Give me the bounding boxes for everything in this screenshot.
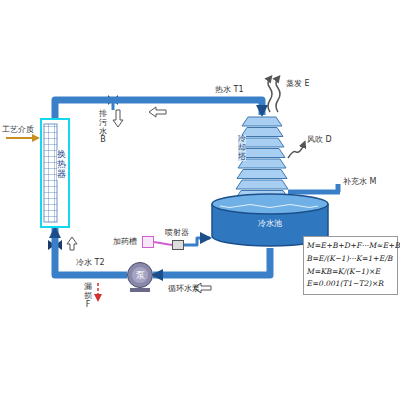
annotation-label: 补充水 M [343, 176, 376, 187]
pump-base [130, 288, 150, 292]
annotation-label: 蒸发 E [286, 78, 310, 89]
evaporation-arrow [276, 78, 280, 112]
formula-box: M=E+B+D+F···M≈E+BB=E/(K−1)···K=1+E/BM=KB… [303, 236, 398, 295]
node-label: 冷水池 [258, 218, 282, 229]
formula-line: E=0.001(T1−T2)×R [307, 278, 394, 291]
annotation-label: 循环水泵 [168, 283, 200, 294]
makeup-pipe [288, 190, 340, 195]
input-arrow [6, 137, 36, 139]
pipe-connector [55, 228, 127, 275]
annotation-label: 排污水 B [99, 110, 107, 145]
dosing-tank: 加药槽 [142, 236, 154, 248]
evaporation-arrow [268, 78, 272, 112]
circulation-pump: 泵 [127, 262, 153, 288]
pipe-connector [154, 242, 172, 245]
node-label: 换热器 [57, 150, 66, 180]
makeup-pipe [336, 184, 341, 192]
annotation-label: 冷水 T2 [76, 257, 105, 268]
leak-arrow [97, 283, 99, 298]
annotation-label: 工艺介质 [2, 124, 34, 135]
flow-arrow [149, 107, 166, 117]
annotation-label: 热水 T1 [215, 84, 244, 95]
node-label: 加药槽 [113, 236, 137, 247]
formula-line: B=E/(K−1)···K=1+E/B [307, 253, 394, 266]
flow-arrow [113, 110, 123, 127]
flow-arrow [67, 237, 77, 250]
injector: 喷射器 [172, 240, 184, 250]
node-label: 泵 [136, 269, 145, 282]
wind-arrow [288, 144, 304, 158]
pipe-connector [55, 100, 262, 118]
node-label: 冷却塔 [238, 135, 246, 161]
annotation-label: 风吹 D [307, 134, 332, 145]
pipe-connector [184, 238, 210, 245]
pipe-connector [153, 248, 270, 275]
cooling-tower: 冷却塔 [232, 115, 290, 201]
node-label: 喷射器 [165, 227, 189, 238]
heat-exchanger: 换热器 [40, 118, 70, 228]
formula-line: M=E+B+D+F···M≈E+B [307, 240, 394, 253]
formula-line: M=KB=K/(K−1)×E [307, 266, 394, 279]
annotation-label: 漏损 F [84, 283, 92, 309]
